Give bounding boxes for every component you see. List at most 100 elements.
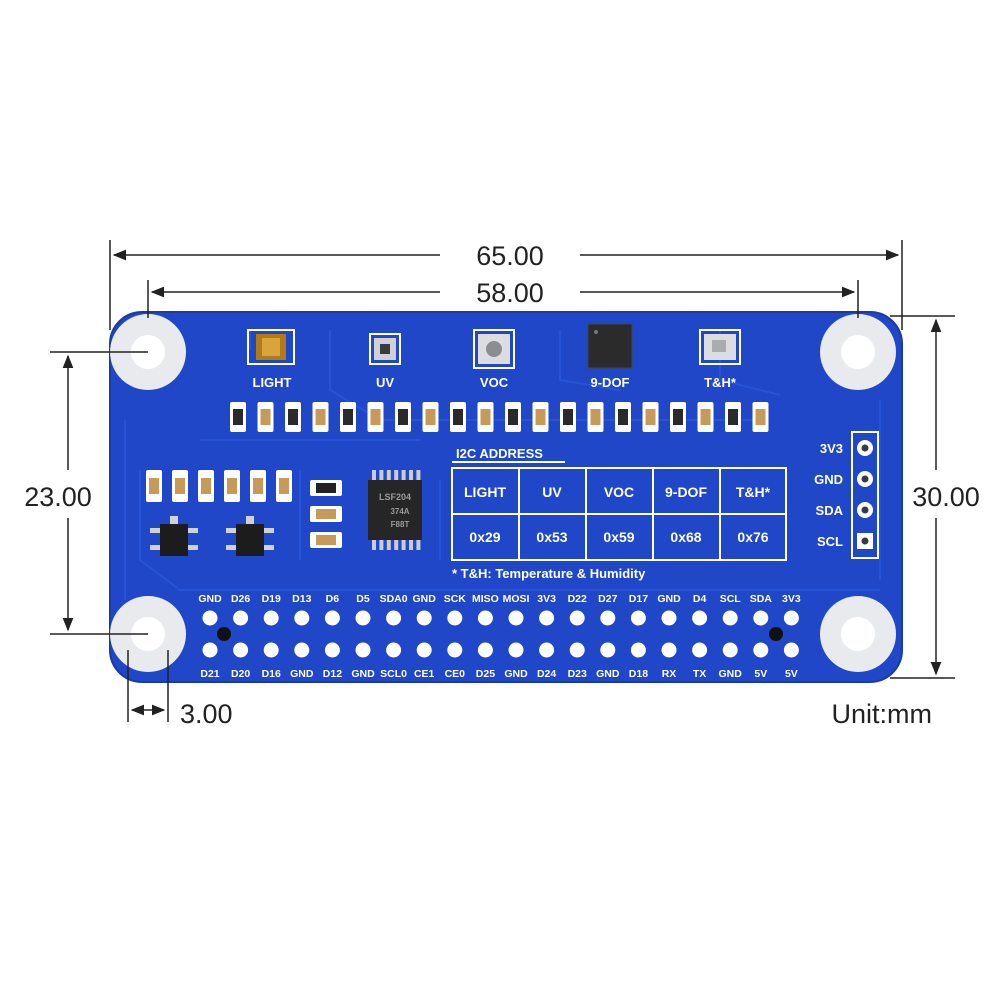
gpio-top-label: D17	[629, 593, 648, 605]
smd-component	[367, 402, 384, 432]
gpio-bottom-label: 5V	[754, 668, 767, 680]
table-header-uv: UV	[542, 484, 562, 500]
smd-component	[752, 402, 769, 432]
smd-component	[340, 402, 356, 432]
side-pin-label: SDA	[816, 503, 844, 518]
sensor-voc: VOC	[473, 329, 515, 390]
smd-component	[257, 402, 274, 432]
sensor-light: LIGHT	[247, 329, 295, 390]
gpio-top-label: 3V3	[782, 593, 801, 605]
smd-component	[395, 402, 411, 432]
smd-component	[697, 402, 714, 432]
gpio-top-label: SCL	[720, 593, 742, 605]
gpio-top-label: GND	[657, 593, 681, 605]
gpio-pin-pair: MISO D25	[472, 593, 499, 680]
chip-pin	[379, 538, 384, 550]
smd-component	[642, 402, 659, 432]
smd-component	[532, 402, 549, 432]
chip-pin	[409, 538, 413, 550]
unit-label: Unit:mm	[832, 699, 933, 729]
gpio-bottom-label: TX	[693, 668, 706, 680]
smd-component	[725, 402, 741, 432]
table-address-uv: 0x53	[536, 529, 567, 545]
table-address-9dof: 0x68	[670, 529, 701, 545]
dim-hole-offset: 3.00	[180, 699, 233, 729]
side-pin-3v3: 3V3	[820, 440, 873, 456]
gpio-top-label: D4	[693, 593, 707, 605]
side-pin-scl: SCL	[817, 533, 873, 549]
chip-marking-1: LSF204	[379, 492, 411, 502]
gpio-top-label: D22	[568, 593, 587, 605]
side-pin-sda: SDA	[816, 502, 873, 518]
gpio-bottom-label: D20	[231, 668, 250, 680]
smd-component	[615, 402, 631, 432]
gpio-bottom-label: CE0	[445, 668, 466, 680]
chip-pin	[379, 470, 384, 482]
gpio-pin-pair: GND CE1	[413, 593, 437, 680]
gpio-top-label: MISO	[472, 593, 499, 605]
sensor-label-9dof: 9-DOF	[591, 375, 630, 390]
table-footnote: * T&H: Temperature & Humidity	[452, 566, 646, 581]
header-fiducials	[217, 627, 783, 641]
sensor-label-voc: VOC	[480, 375, 509, 390]
gpio-top-label: MOSI	[503, 593, 530, 605]
gpio-header: GNDD21D26D20D19D16D13GNDD6D12D5GNDSDA0SC…	[198, 593, 801, 680]
smd-component	[670, 402, 686, 432]
gpio-top-label: SDA0	[380, 593, 408, 605]
gpio-bottom-label: CE1	[414, 668, 435, 680]
gpio-top-label: GND	[413, 593, 437, 605]
smd-component	[477, 402, 494, 432]
transistor-right	[226, 516, 274, 556]
table-header-light: LIGHT	[464, 484, 506, 500]
gpio-bottom-label: SCL0	[380, 668, 407, 680]
resistor	[172, 470, 188, 502]
gpio-bottom-label: GND	[290, 668, 314, 680]
gpio-bottom-label: D25	[476, 668, 495, 680]
smd-component	[505, 402, 521, 432]
chip-marking-2: 374A	[390, 507, 409, 516]
level-shifter-chip: LSF204 374A F88T	[368, 470, 422, 550]
mounting-hole-top-right	[820, 314, 896, 390]
gpio-top-label: D27	[598, 593, 617, 605]
smd-component	[450, 402, 466, 432]
dimension-height-23: 23.00	[24, 351, 148, 635]
dimension-offset-3: 3.00	[127, 650, 233, 729]
i2c-address-table: I2C ADDRESS LIGHT UV VOC 9-DOF T&H* 0x29…	[451, 446, 787, 581]
sensor-th: T&H*	[699, 329, 741, 390]
resistor	[146, 470, 162, 502]
gpio-bottom-label: D23	[568, 668, 587, 680]
chip-pin	[372, 470, 376, 482]
gpio-top-label: D19	[262, 593, 281, 605]
gpio-bottom-label: 5V	[785, 668, 798, 680]
smd-component	[587, 402, 604, 432]
smd-component-row	[230, 402, 769, 432]
dim-hole-spacing-x: 58.00	[476, 278, 544, 308]
table-address-voc: 0x59	[603, 529, 634, 545]
dimension-width-65: 65.00	[109, 240, 903, 330]
smd-component	[560, 402, 576, 432]
table-header-voc: VOC	[604, 484, 634, 500]
dim-board-height: 30.00	[912, 482, 980, 512]
chip-pin	[386, 538, 391, 550]
chip-pin	[401, 538, 406, 550]
smd-component	[312, 402, 329, 432]
sensor-9dof: 9-DOF	[587, 323, 633, 390]
gpio-bottom-label: D16	[262, 668, 281, 680]
dimension-width-58: 58.00	[147, 278, 859, 318]
gpio-bottom-label: D12	[323, 668, 342, 680]
chip-pin	[416, 470, 421, 482]
smd-component	[285, 402, 301, 432]
chip-capacitors	[310, 480, 342, 548]
